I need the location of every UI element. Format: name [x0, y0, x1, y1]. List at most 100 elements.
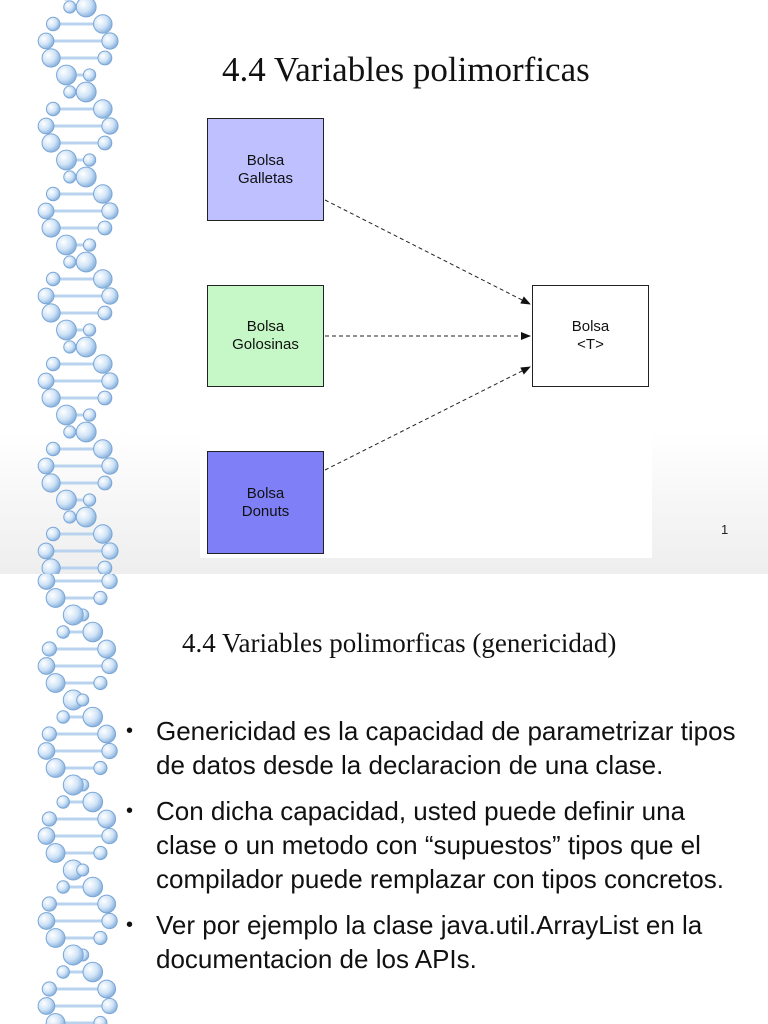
dna-bead: [37, 32, 55, 50]
dna-bead: [45, 1013, 66, 1024]
dna-bead: [93, 845, 108, 861]
dna-bead: [97, 220, 113, 236]
dna-bead: [82, 68, 97, 82]
dna-bead: [93, 354, 113, 374]
slide-title: 4.4 Variables polimorficas: [222, 50, 590, 89]
dna-bead: [76, 863, 90, 877]
dna-bead: [41, 218, 61, 238]
dna-bead: [97, 979, 117, 999]
dna-bead: [45, 356, 61, 372]
dna-bead: [37, 542, 55, 560]
dna-bead: [56, 234, 77, 256]
dna-bead: [93, 930, 108, 946]
dna-bead: [63, 0, 77, 14]
dna-bead: [101, 542, 119, 560]
dna-bead: [97, 305, 113, 321]
dna-bead: [97, 50, 113, 66]
dna-bead: [45, 101, 61, 117]
dna-bead: [101, 457, 119, 475]
dna-bead: [37, 117, 55, 135]
dna-bead: [63, 170, 77, 184]
dna-bead: [93, 184, 113, 204]
dna-bead: [101, 912, 118, 930]
dna-bead: [45, 673, 66, 693]
dna-bead: [101, 202, 119, 220]
dna-bead: [45, 526, 61, 542]
diagram-arrows: [324, 199, 531, 471]
box-bolsa-donuts: Bolsa Donuts: [207, 451, 324, 554]
box-label-line1: Bolsa: [246, 484, 285, 502]
slide-title: 4.4 Variables polimorficas (genericidad): [182, 628, 617, 658]
dna-bead: [82, 493, 97, 507]
dna-bead: [45, 441, 61, 457]
dna-bead: [101, 117, 119, 135]
dna-bead: [56, 489, 77, 511]
dna-bead: [97, 809, 117, 829]
dna-bead: [97, 135, 113, 151]
dna-bead: [97, 639, 117, 659]
dna-bead: [41, 896, 57, 912]
dna-bead: [45, 758, 66, 778]
dna-bead: [101, 372, 119, 390]
dna-bead: [97, 724, 117, 744]
dna-bead: [41, 473, 61, 493]
dna-bead: [82, 153, 97, 167]
dna-bead: [75, 251, 97, 273]
box-bolsa-golosinas: Bolsa Golosinas: [207, 285, 324, 387]
dna-bead: [93, 14, 113, 34]
dna-bead: [82, 408, 97, 422]
dna-bead: [93, 675, 108, 691]
bullet-item: • Genericidad es la capacidad de paramet…: [126, 714, 746, 782]
dna-bead: [41, 726, 57, 742]
dna-bead: [82, 238, 97, 252]
dna-bead: [101, 32, 119, 50]
bullet-list: • Genericidad es la capacidad de paramet…: [126, 714, 746, 988]
dna-bead: [45, 588, 66, 608]
dna-bead: [82, 876, 104, 898]
dna-bead: [56, 880, 70, 894]
dna-bead: [93, 524, 113, 544]
dna-bead: [37, 372, 55, 390]
dna-bead: [45, 843, 66, 863]
arrow-galletas-to-bolsa: [324, 199, 531, 305]
dna-bead: [56, 64, 77, 86]
dna-helix-decoration: [37, 574, 118, 1024]
dna-bead: [45, 928, 66, 948]
dna-bead: [37, 574, 56, 590]
box-label-line2: Galletas: [237, 169, 294, 187]
dna-bead: [37, 997, 56, 1015]
bullet-text: Con dicha capacidad, usted puede definir…: [156, 796, 724, 894]
bullet-item: • Ver por ejemplo la clase java.util.Arr…: [126, 908, 746, 976]
dna-bead: [56, 625, 70, 639]
bullet-text: Genericidad es la capacidad de parametri…: [156, 716, 736, 780]
dna-bead: [62, 774, 84, 796]
dna-bead: [76, 693, 90, 707]
box-label-line1: Bolsa: [246, 318, 285, 335]
dna-bead: [37, 457, 55, 475]
dna-bead: [63, 340, 77, 354]
dna-bead: [41, 388, 61, 408]
box-label-line2: Donuts: [241, 502, 290, 520]
dna-bead: [97, 475, 113, 491]
box-bolsa-galletas: Bolsa Galletas: [207, 118, 324, 221]
dna-bead: [56, 710, 70, 724]
dna-bead: [62, 944, 84, 966]
dna-bead: [41, 558, 61, 574]
dna-bead: [82, 621, 104, 643]
dna-bead: [37, 742, 56, 760]
dna-bead: [93, 590, 108, 606]
dna-bead: [97, 894, 117, 914]
dna-bead: [101, 997, 118, 1015]
box-label-line1: Bolsa: [571, 318, 610, 335]
dna-bead: [82, 791, 104, 813]
dna-bead: [93, 1015, 108, 1024]
dna-bead: [101, 827, 118, 845]
dna-bead: [75, 81, 97, 103]
dna-bead: [41, 48, 61, 68]
dna-bead: [45, 186, 61, 202]
dna-bead: [37, 827, 56, 845]
dna-bead: [41, 303, 61, 323]
dna-bead: [41, 811, 57, 827]
bullet-item: • Con dicha capacidad, usted puede defin…: [126, 794, 746, 896]
arrow-donuts-to-bolsa: [324, 366, 531, 471]
